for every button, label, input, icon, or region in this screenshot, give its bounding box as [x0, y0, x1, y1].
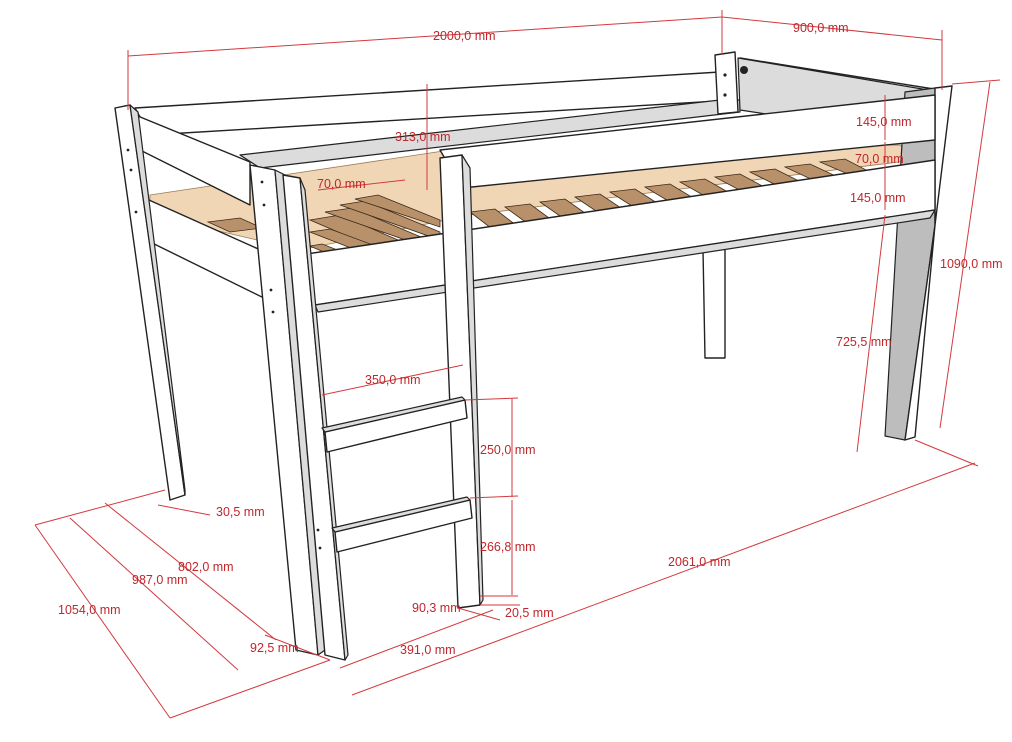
label-width-top: 900,0 mm	[793, 21, 849, 35]
label-step-lower: 266,8 mm	[480, 540, 536, 554]
label-ladder-depth: 391,0 mm	[400, 643, 456, 657]
dimension-lines	[34, 10, 1001, 719]
label-headboard-height: 313,0 mm	[395, 130, 451, 144]
label-under-height: 725,5 mm	[836, 335, 892, 349]
ladder-step-lower-top	[331, 496, 471, 533]
label-inner-width: 802,0 mm	[178, 560, 234, 574]
back-rail	[134, 71, 736, 136]
label-ladder-offset: 92,5 mm	[250, 641, 299, 655]
ladder-right-post-side	[461, 154, 484, 606]
label-total-height: 1090,0 mm	[940, 257, 1003, 271]
label-slat-gap: 70,0 mm	[317, 177, 366, 191]
label-leg-thickness: 30,5 mm	[216, 505, 265, 519]
label-ladder-thickness: 20,5 mm	[505, 606, 554, 620]
label-ladder-post: 90,3 mm	[412, 601, 461, 615]
label-length-top: 2000,0 mm	[433, 29, 496, 43]
dimension-labels: 2000,0 mm 900,0 mm 313,0 mm 70,0 mm 145,…	[58, 21, 1003, 657]
front-right-leg	[904, 85, 953, 441]
label-total-length: 2061,0 mm	[668, 555, 731, 569]
back-left-leg-inner	[129, 104, 186, 496]
back-right-leg	[702, 245, 726, 359]
label-rail-gap: 70,0 mm	[855, 152, 904, 166]
back-right-post	[714, 51, 739, 115]
label-rail-lower: 145,0 mm	[850, 191, 906, 205]
label-mid-width: 987,0 mm	[132, 573, 188, 587]
label-ladder-width: 350,0 mm	[365, 373, 421, 387]
label-rail-upper: 145,0 mm	[856, 115, 912, 129]
label-step-upper: 250,0 mm	[480, 443, 536, 457]
label-outer-width: 1054,0 mm	[58, 603, 121, 617]
bed-frame	[114, 51, 953, 661]
